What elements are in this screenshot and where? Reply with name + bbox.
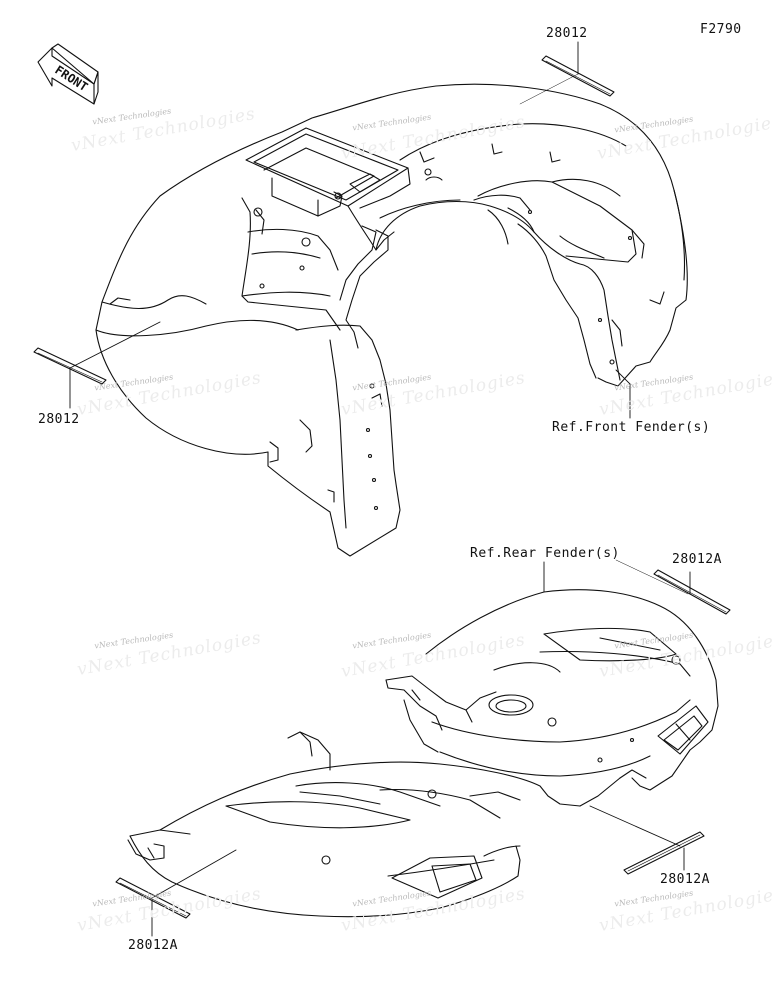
part-label-28012-top[interactable]: 28012 [546, 26, 588, 41]
decal-28012a-top-right [653, 569, 731, 615]
leader-lines [69, 41, 691, 937]
rear-fender-drawing [127, 589, 719, 918]
decal-28012a-bottom-right [623, 831, 705, 875]
part-label-28012a-bottom-left[interactable]: 28012A [128, 938, 178, 953]
part-label-28012a-top-right[interactable]: 28012A [672, 552, 722, 567]
front-fender-drawing [95, 83, 688, 557]
ref-front-fender-label[interactable]: Ref.Front Fender(s) [552, 420, 711, 435]
diagram-code: F2790 [700, 22, 742, 37]
decal-28012-top [541, 55, 615, 97]
part-label-28012-left[interactable]: 28012 [38, 412, 80, 427]
decal-28012a-bottom-left [115, 877, 191, 919]
ref-rear-fender-label[interactable]: Ref.Rear Fender(s) [470, 546, 620, 561]
part-label-28012a-bottom-right[interactable]: 28012A [660, 872, 710, 887]
front-arrow-icon [37, 43, 99, 105]
